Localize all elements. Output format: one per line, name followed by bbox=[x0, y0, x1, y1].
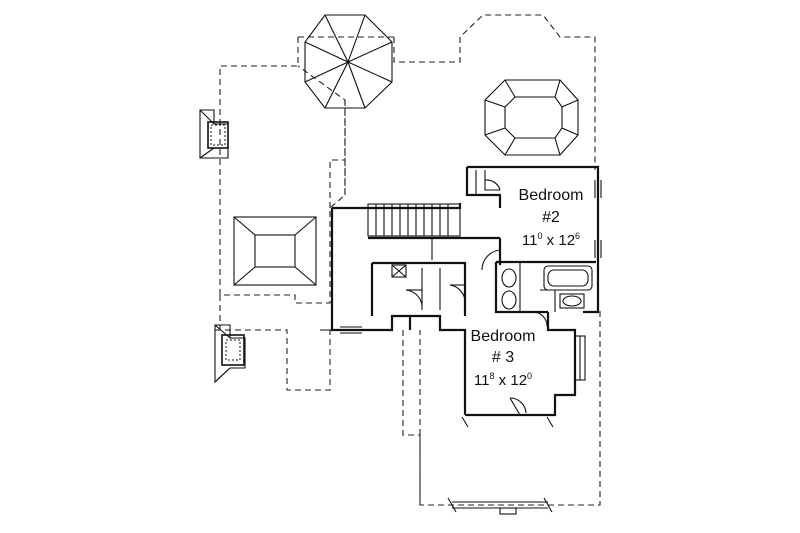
room-number: #2 bbox=[542, 209, 560, 226]
dims-sup-1: 0 bbox=[538, 231, 543, 241]
bedroom3-details bbox=[509, 335, 586, 416]
chimney-bottom bbox=[214, 324, 246, 384]
dims-main: 11 bbox=[522, 232, 538, 249]
octagon-gazebo-roof bbox=[304, 14, 393, 109]
dims-sup-2: 6 bbox=[575, 231, 580, 241]
roof-outline bbox=[215, 14, 601, 506]
exterior-walls bbox=[320, 165, 600, 428]
bathroom bbox=[494, 260, 596, 327]
dims-sup-2: 0 bbox=[527, 371, 532, 381]
room-label-bedroom-2: Bedroom #2 110 x 126 bbox=[519, 187, 584, 249]
windows bbox=[340, 180, 602, 334]
room-label-bedroom-3: Bedroom # 3 118 x 120 bbox=[471, 328, 536, 389]
dims-mid: x 12 bbox=[495, 372, 528, 389]
room-dimensions: 118 x 120 bbox=[474, 371, 532, 389]
dims-mid: x 12 bbox=[543, 232, 576, 249]
stair bbox=[367, 203, 500, 260]
interior-walls bbox=[370, 170, 502, 316]
room-name: Bedroom bbox=[519, 187, 584, 204]
dims-main: 11 bbox=[474, 372, 490, 389]
chimney-top bbox=[199, 109, 229, 159]
room-dimensions: 110 x 126 bbox=[522, 231, 580, 249]
hip-roof-left bbox=[233, 216, 317, 286]
porch-rail bbox=[447, 497, 553, 515]
room-number: # 3 bbox=[492, 349, 514, 366]
octagon-skylight bbox=[484, 79, 579, 156]
room-name: Bedroom bbox=[471, 328, 536, 345]
dims-sup-1: 8 bbox=[490, 371, 495, 381]
